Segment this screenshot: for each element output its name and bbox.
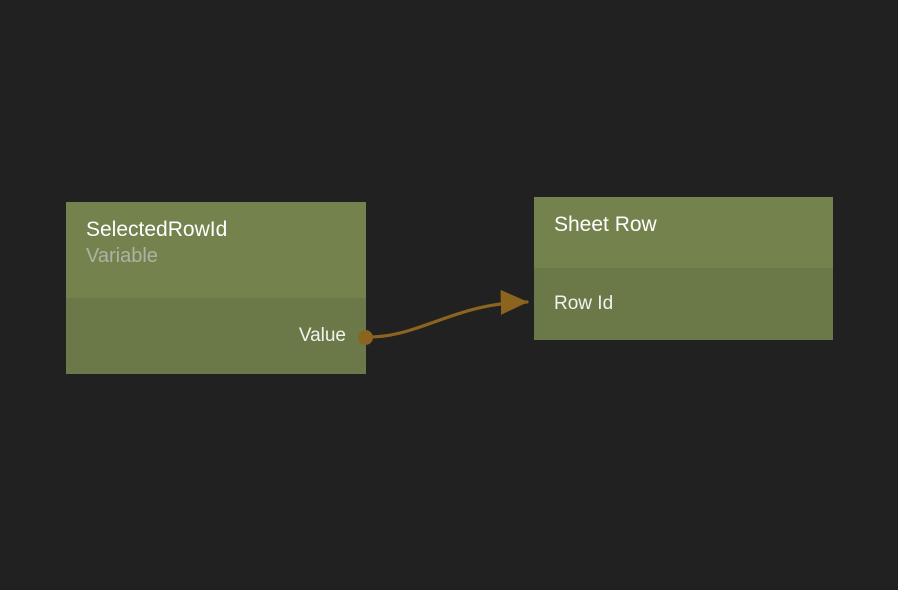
output-port-row-value[interactable]: Value [66, 298, 366, 374]
node-selectedrowid-subtitle: Variable [86, 245, 158, 267]
node-sheet-row[interactable]: Sheet Row Row Id [534, 197, 833, 340]
input-port-label-rowid: Row Id [554, 293, 614, 314]
node-sheet-row-header[interactable]: Sheet Row [534, 197, 833, 268]
node-sheet-row-title: Sheet Row [554, 213, 657, 236]
output-port-dot-value[interactable] [358, 330, 373, 345]
node-selectedrowid-body: Value [66, 298, 366, 374]
input-port-row-rowid[interactable]: Row Id [534, 268, 833, 340]
node-sheet-row-body: Row Id [534, 268, 833, 340]
node-selectedrowid-header[interactable]: SelectedRowId Variable [66, 202, 366, 298]
connection-value-to-rowid[interactable] [367, 289, 529, 339]
node-selectedrowid-title: SelectedRowId [86, 218, 228, 241]
output-port-label-value: Value [298, 325, 346, 346]
node-selectedrowid[interactable]: SelectedRowId Variable Value [66, 202, 373, 374]
